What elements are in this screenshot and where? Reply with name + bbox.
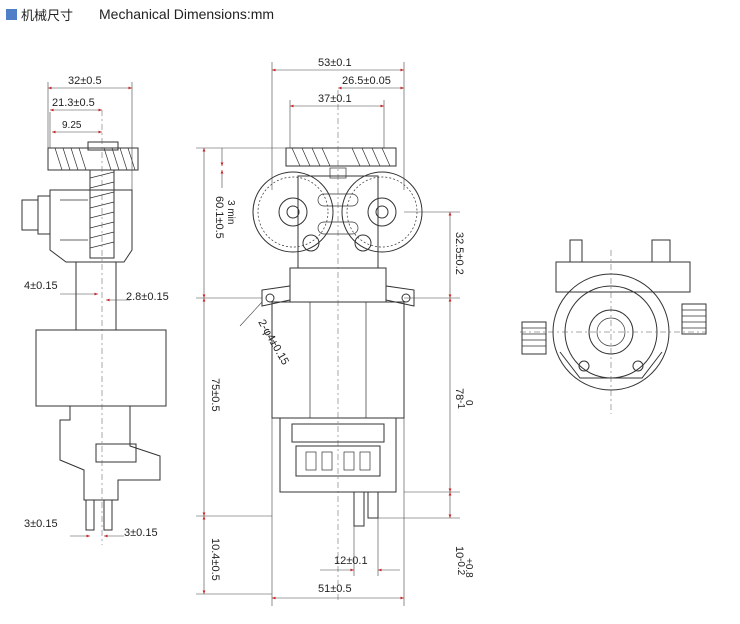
front-left-gearwheel [252, 171, 334, 253]
page-header: 机械尺寸 Mechanical Dimensions:mm [6, 4, 274, 24]
dim-front-51: 51±0.5 [318, 583, 352, 595]
dim-front-hole: 2-φ4±0.15 [255, 318, 291, 368]
front-dimensions: 53±0.1 26.5±0.05 37±0.1 60.1±0.5 3 min 3… [196, 57, 474, 606]
side-gear [47, 147, 139, 171]
dim-side-gear: 21.3±0.5 [52, 97, 95, 109]
dim-front-78: 78 [453, 388, 465, 400]
dim-front-78-tol-up: 0 [463, 400, 474, 406]
end-view [520, 239, 707, 414]
dim-side-3a: 3±0.15 [24, 518, 58, 530]
dim-front-53: 53±0.1 [318, 57, 352, 69]
side-neck [75, 261, 117, 331]
front-terminal-b [367, 491, 379, 519]
dim-side-3b: 3±0.15 [124, 527, 158, 539]
dim-front-78-tol-dn: -1 [455, 400, 466, 409]
front-end-cap [279, 417, 397, 493]
dim-side-4: 4±0.15 [24, 280, 58, 292]
dim-front-10: 10 [453, 546, 465, 558]
side-terminal-pin-b [103, 499, 113, 531]
dim-front-3min: 3 min [225, 200, 236, 224]
end-right-gear [681, 303, 707, 335]
dim-front-37: 37±0.1 [318, 93, 352, 105]
dim-side-width: 32±0.5 [68, 75, 102, 87]
side-left-flange [37, 195, 51, 235]
side-terminal-pin-a [85, 499, 95, 531]
title-english: Mechanical Dimensions:mm [99, 6, 275, 22]
dim-front-12: 12±0.1 [334, 555, 368, 567]
header-marker [6, 8, 17, 20]
dim-front-265: 26.5±0.05 [342, 75, 391, 87]
side-terminal [95, 443, 137, 463]
side-gear-hub [87, 141, 119, 151]
end-left-gear [521, 321, 547, 355]
dim-front-104: 10.4±0.5 [209, 538, 221, 581]
dim-front-10-tol-dn: -0.2 [455, 558, 466, 576]
side-view [21, 110, 167, 545]
front-terminal-a [353, 491, 365, 527]
side-motor-can [35, 329, 167, 407]
side-dimensions: 32±0.5 21.3±0.5 9.25 4±0.15 2.8±0.15 3±0… [24, 75, 169, 539]
dim-front-75: 75±0.5 [209, 378, 221, 412]
side-left-boss [21, 199, 39, 231]
dim-side-28: 2.8±0.15 [126, 291, 169, 303]
front-gear [285, 147, 397, 167]
title-chinese: 机械尺寸 [21, 8, 74, 24]
front-view [252, 90, 423, 600]
dim-front-60: 60.1±0.5 [213, 196, 225, 239]
dim-front-325: 32.5±0.2 [453, 232, 465, 275]
side-end-cap [59, 405, 161, 501]
side-housing [49, 189, 133, 263]
dim-side-small: 9.25 [62, 120, 82, 131]
end-top-bar [555, 261, 691, 293]
dim-front-10-tol-up: +0.8 [463, 558, 474, 578]
